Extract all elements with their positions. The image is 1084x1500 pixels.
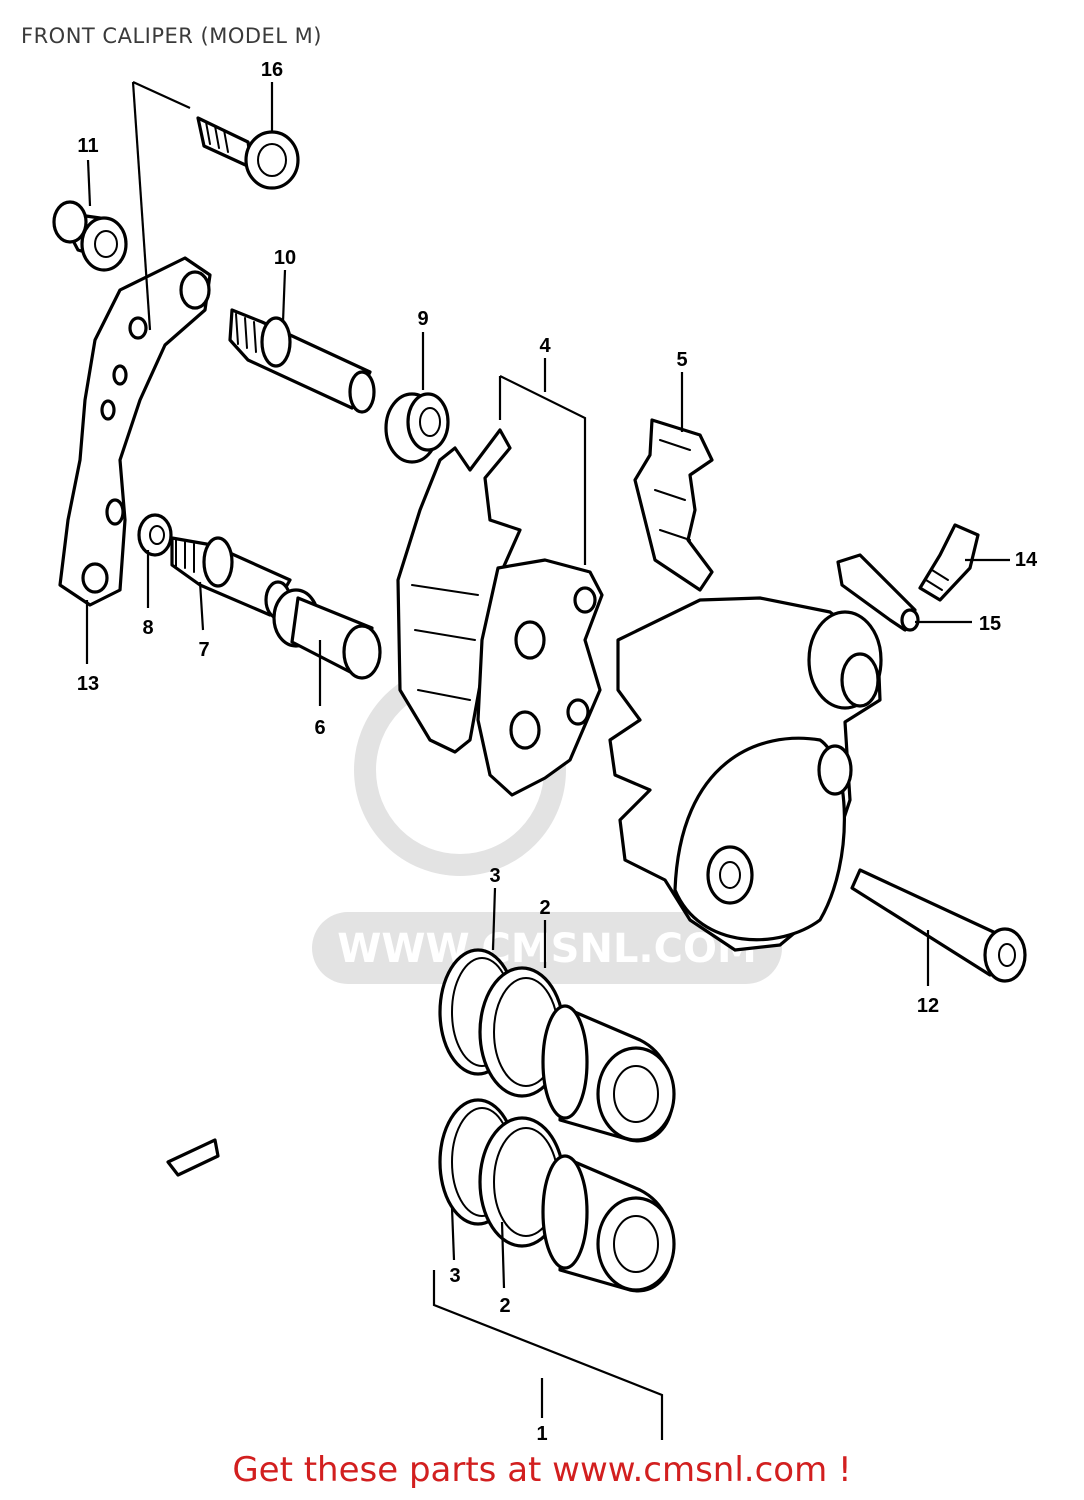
label-1: 1 — [536, 1423, 547, 1445]
label-3-lower: 3 — [449, 1265, 460, 1287]
part-8-washer — [137, 513, 173, 557]
label-10: 10 — [274, 247, 296, 269]
part-15-cap — [836, 553, 920, 632]
label-8: 8 — [142, 617, 153, 639]
part-13-bracket — [58, 256, 212, 607]
piston-set-upper — [438, 948, 676, 1143]
part-7-bolt — [170, 536, 292, 620]
leader-lines — [85, 80, 1010, 1440]
label-12: 12 — [917, 995, 939, 1017]
label-14: 14 — [1015, 549, 1038, 571]
front-arrow-icon — [166, 1138, 220, 1177]
part-12-bolt — [850, 868, 1027, 983]
part-11-sleeve — [52, 200, 128, 272]
label-2-upper: 2 — [539, 897, 550, 919]
label-13: 13 — [77, 673, 99, 695]
part-4-brake-pads — [396, 428, 604, 797]
part-14-bleeder-screw — [918, 523, 980, 602]
label-6: 6 — [314, 717, 325, 739]
watermark: WWW.CMSNL.COM — [312, 664, 782, 984]
label-3-upper: 3 — [489, 865, 500, 887]
part-5-pad-spring — [633, 418, 714, 592]
label-16: 16 — [261, 59, 283, 81]
label-15: 15 — [979, 613, 1001, 635]
part-16-bolt — [196, 116, 300, 190]
label-11: 11 — [77, 135, 98, 157]
label-5: 5 — [676, 349, 687, 371]
part-6-pin — [272, 588, 382, 680]
piston-set-lower — [438, 1098, 676, 1293]
watermark-text: WWW.CMSNL.COM — [337, 926, 757, 972]
label-7: 7 — [198, 639, 209, 661]
part-number-labels: 16 11 10 9 4 5 14 15 8 7 13 6 3 2 12 3 2… — [77, 59, 1038, 1445]
diagram-title: FRONT CALIPER (MODEL M) — [21, 24, 322, 48]
caliper-body — [608, 596, 883, 952]
label-2-lower: 2 — [499, 1295, 510, 1317]
footer-link[interactable]: Get these parts at www.cmsnl.com ! — [232, 1450, 852, 1490]
part-10-pin — [228, 308, 376, 414]
label-9: 9 — [417, 308, 428, 330]
label-4: 4 — [539, 335, 551, 357]
part-9-boot — [384, 392, 450, 464]
